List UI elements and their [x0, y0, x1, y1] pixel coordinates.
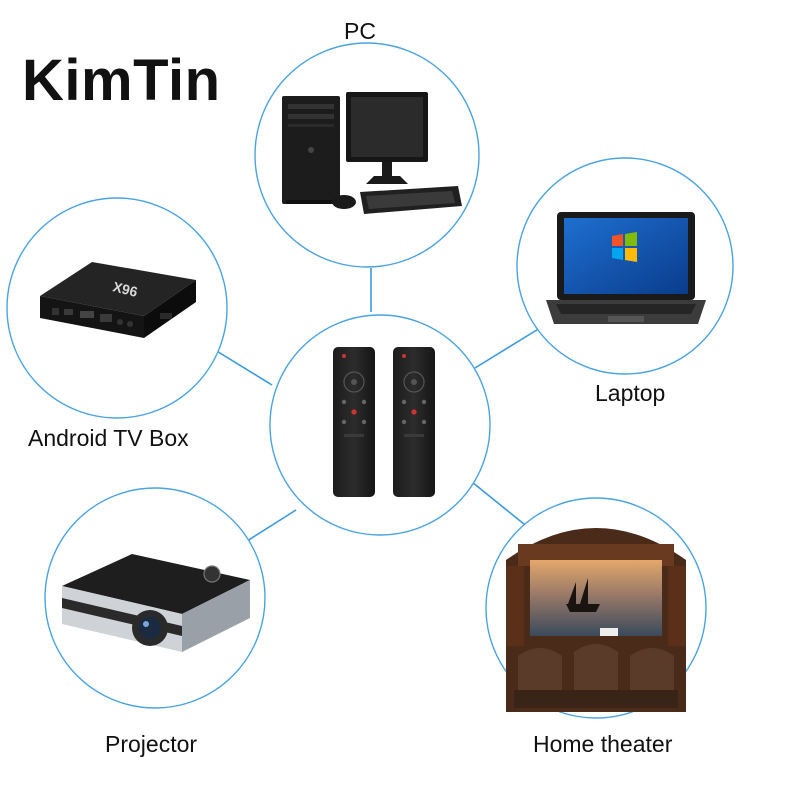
brand-logo: KimTin: [22, 48, 221, 113]
tv-box-label: Android TV Box: [28, 425, 189, 451]
connector-laptop: [474, 327, 541, 369]
desktop-computer-icon: [282, 92, 462, 214]
remote-left: [333, 347, 375, 497]
projector-label: Projector: [105, 731, 198, 757]
voice-remote-icon: [333, 347, 435, 497]
remote-right: [393, 347, 435, 497]
laptop-label: Laptop: [595, 380, 666, 406]
center-ring: [269, 314, 491, 536]
home-theater-label: Home theater: [533, 731, 673, 757]
laptop-icon: [546, 212, 706, 324]
tv-box-marking: X96: [111, 278, 139, 300]
connector-tv-box: [214, 349, 273, 386]
projector-icon: [62, 554, 250, 652]
tv-box-icon: X96: [40, 262, 196, 338]
pc-label: PC: [344, 18, 376, 44]
home-theater-icon: [506, 528, 686, 712]
